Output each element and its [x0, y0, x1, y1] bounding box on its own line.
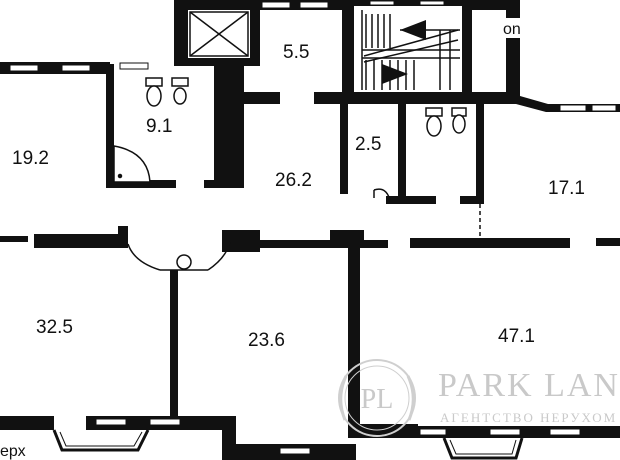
stair-arrows	[382, 20, 426, 84]
windows	[9, 0, 617, 455]
watermark: PL PARK LAN АГЕНТСТВО НЕРУХОМ	[338, 359, 620, 437]
bidet-icon-2	[451, 107, 467, 134]
toilet-icon-2	[425, 107, 443, 137]
edge-text-bottom: ерх	[0, 443, 26, 460]
room-area-26-2: 26.2	[275, 170, 312, 191]
room-area-23-6: 23.6	[248, 330, 285, 351]
watermark-subtitle: АГЕНТСТВО НЕРУХОМ	[440, 410, 617, 425]
room-area-47-1: 47.1	[498, 326, 535, 347]
watermark-brand: PARK LAN	[438, 367, 620, 404]
elevator-shaft	[189, 11, 249, 57]
room-area-9-1: 9.1	[146, 116, 172, 137]
room-area-19-2: 19.2	[12, 148, 49, 169]
room-area-32-5: 32.5	[36, 317, 73, 338]
watermark-seal	[338, 359, 416, 437]
round-fixture	[176, 254, 192, 270]
bay-windows	[52, 429, 524, 460]
doors	[127, 188, 391, 271]
room-area-5-5: 5.5	[283, 42, 309, 63]
edge-text-top-bg	[500, 18, 524, 38]
room-labels: 19.2 9.1 5.5 26.2 2.5 17.1 32.5 23.6 47.…	[12, 42, 585, 351]
watermark-seal-letters: PL	[361, 384, 394, 415]
room-area-2-5: 2.5	[355, 134, 381, 155]
edge-text-top: on	[503, 21, 521, 38]
staircase	[361, 10, 460, 90]
room-area-17-1: 17.1	[548, 178, 585, 199]
toilet-icon	[145, 77, 163, 107]
bidet-icon	[171, 77, 189, 105]
shower-icon	[113, 145, 151, 183]
